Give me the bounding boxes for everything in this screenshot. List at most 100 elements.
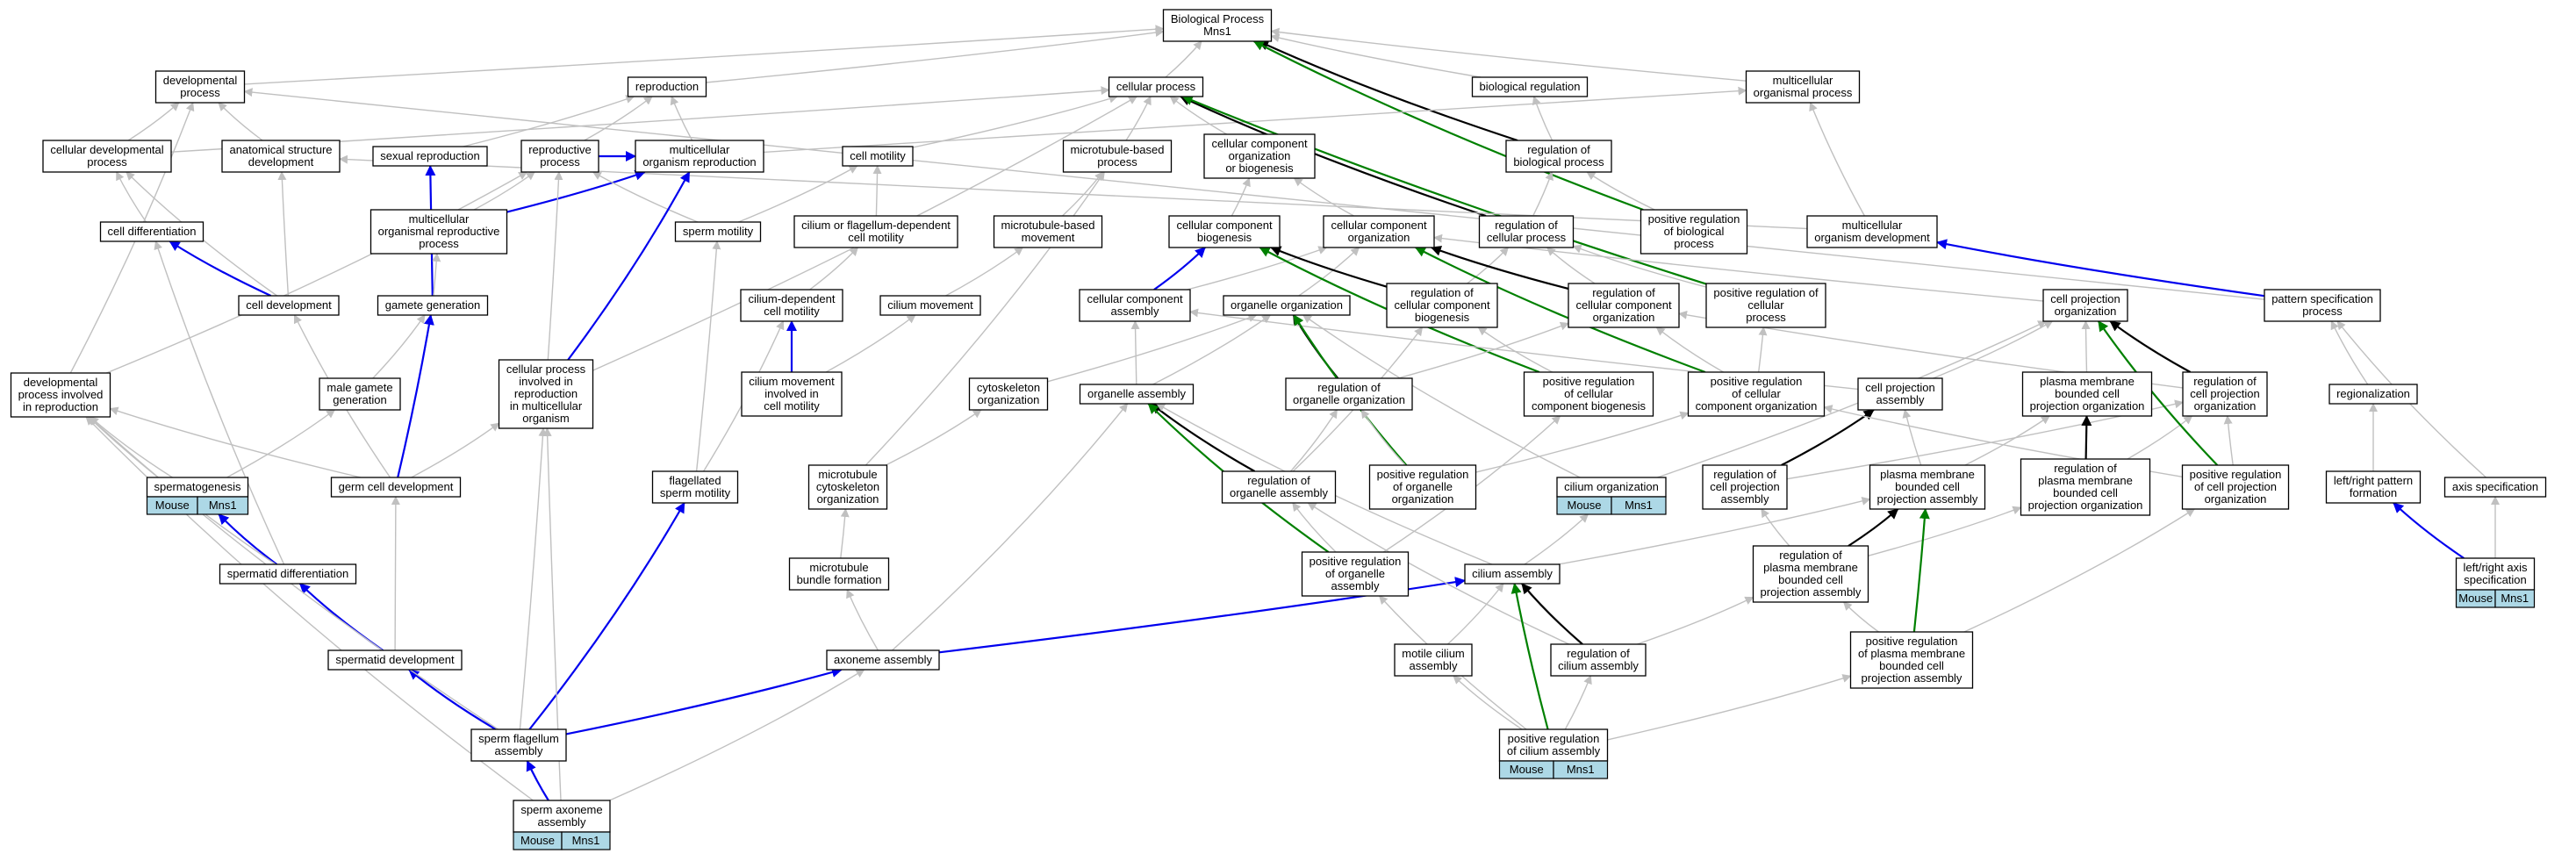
term-box[interactable] [788, 557, 890, 591]
term-box[interactable] [498, 359, 594, 429]
term-box[interactable] [99, 221, 205, 242]
term-node-germcelldev[interactable]: germ cell development [330, 477, 462, 498]
term-box[interactable] [807, 464, 888, 510]
term-node-sexrepro[interactable]: sexual reproduction [372, 146, 488, 167]
term-node-cellmotility[interactable]: cell motility [842, 146, 914, 167]
term-box[interactable] [377, 295, 489, 316]
term-box[interactable] [1471, 76, 1589, 97]
term-box[interactable] [968, 377, 1049, 411]
term-box[interactable] [1705, 283, 1826, 328]
term-box[interactable] [1869, 464, 1986, 510]
term-node-cellproc[interactable]: cellular process [1108, 76, 1204, 97]
term-box[interactable] [42, 140, 172, 173]
term-box[interactable] [651, 470, 739, 504]
term-box[interactable] [1550, 643, 1647, 677]
term-box[interactable] [635, 140, 764, 173]
term-box[interactable] [741, 371, 843, 417]
annotation-gene-cell[interactable] [561, 831, 611, 850]
term-box[interactable] [1505, 140, 1612, 173]
term-box[interactable] [520, 140, 599, 173]
term-node-spermatiddiff[interactable]: spermatid differentiation [219, 563, 357, 585]
term-box[interactable] [826, 649, 940, 671]
term-node-axonemeassembly[interactable]: axoneme assembly [826, 649, 940, 671]
term-box[interactable] [1464, 563, 1561, 585]
term-node-regionalization[interactable]: regionalization [2328, 384, 2418, 405]
term-node-repro[interactable]: reproduction [627, 76, 707, 97]
term-box[interactable] [1221, 470, 1337, 504]
term-box[interactable] [1745, 70, 1861, 104]
term-box[interactable] [1394, 643, 1473, 677]
annotation-gene-cell[interactable] [197, 496, 249, 515]
term-node-axisspec[interactable]: axis specification [2443, 477, 2547, 498]
term-box[interactable] [1223, 295, 1351, 316]
term-box[interactable] [1806, 215, 1938, 248]
term-box[interactable] [1702, 464, 1788, 510]
term-box[interactable] [1285, 377, 1413, 411]
term-box[interactable] [1108, 76, 1204, 97]
term-box[interactable] [1168, 215, 1281, 248]
term-node-ciliummove[interactable]: cilium movement [879, 295, 981, 316]
term-node-celldiff[interactable]: cell differentiation [99, 221, 205, 242]
term-box[interactable] [319, 377, 401, 411]
term-box[interactable] [2325, 470, 2422, 504]
term-box[interactable] [1568, 283, 1680, 328]
term-box[interactable] [1079, 384, 1195, 405]
term-box[interactable] [1079, 289, 1191, 322]
term-box[interactable] [1386, 283, 1498, 328]
term-box[interactable] [2182, 371, 2268, 417]
term-box[interactable] [372, 146, 488, 167]
term-box[interactable] [2328, 384, 2418, 405]
term-box[interactable] [1687, 371, 1826, 417]
term-box[interactable] [370, 209, 508, 255]
term-box[interactable] [1323, 215, 1435, 248]
term-node-spermmotility[interactable]: sperm motility [674, 221, 762, 242]
term-box[interactable] [219, 563, 357, 585]
term-box[interactable] [1523, 371, 1654, 417]
term-box[interactable] [740, 289, 843, 322]
term-box[interactable] [2181, 464, 2290, 510]
term-box[interactable] [2021, 371, 2153, 417]
term-box[interactable] [793, 215, 958, 248]
